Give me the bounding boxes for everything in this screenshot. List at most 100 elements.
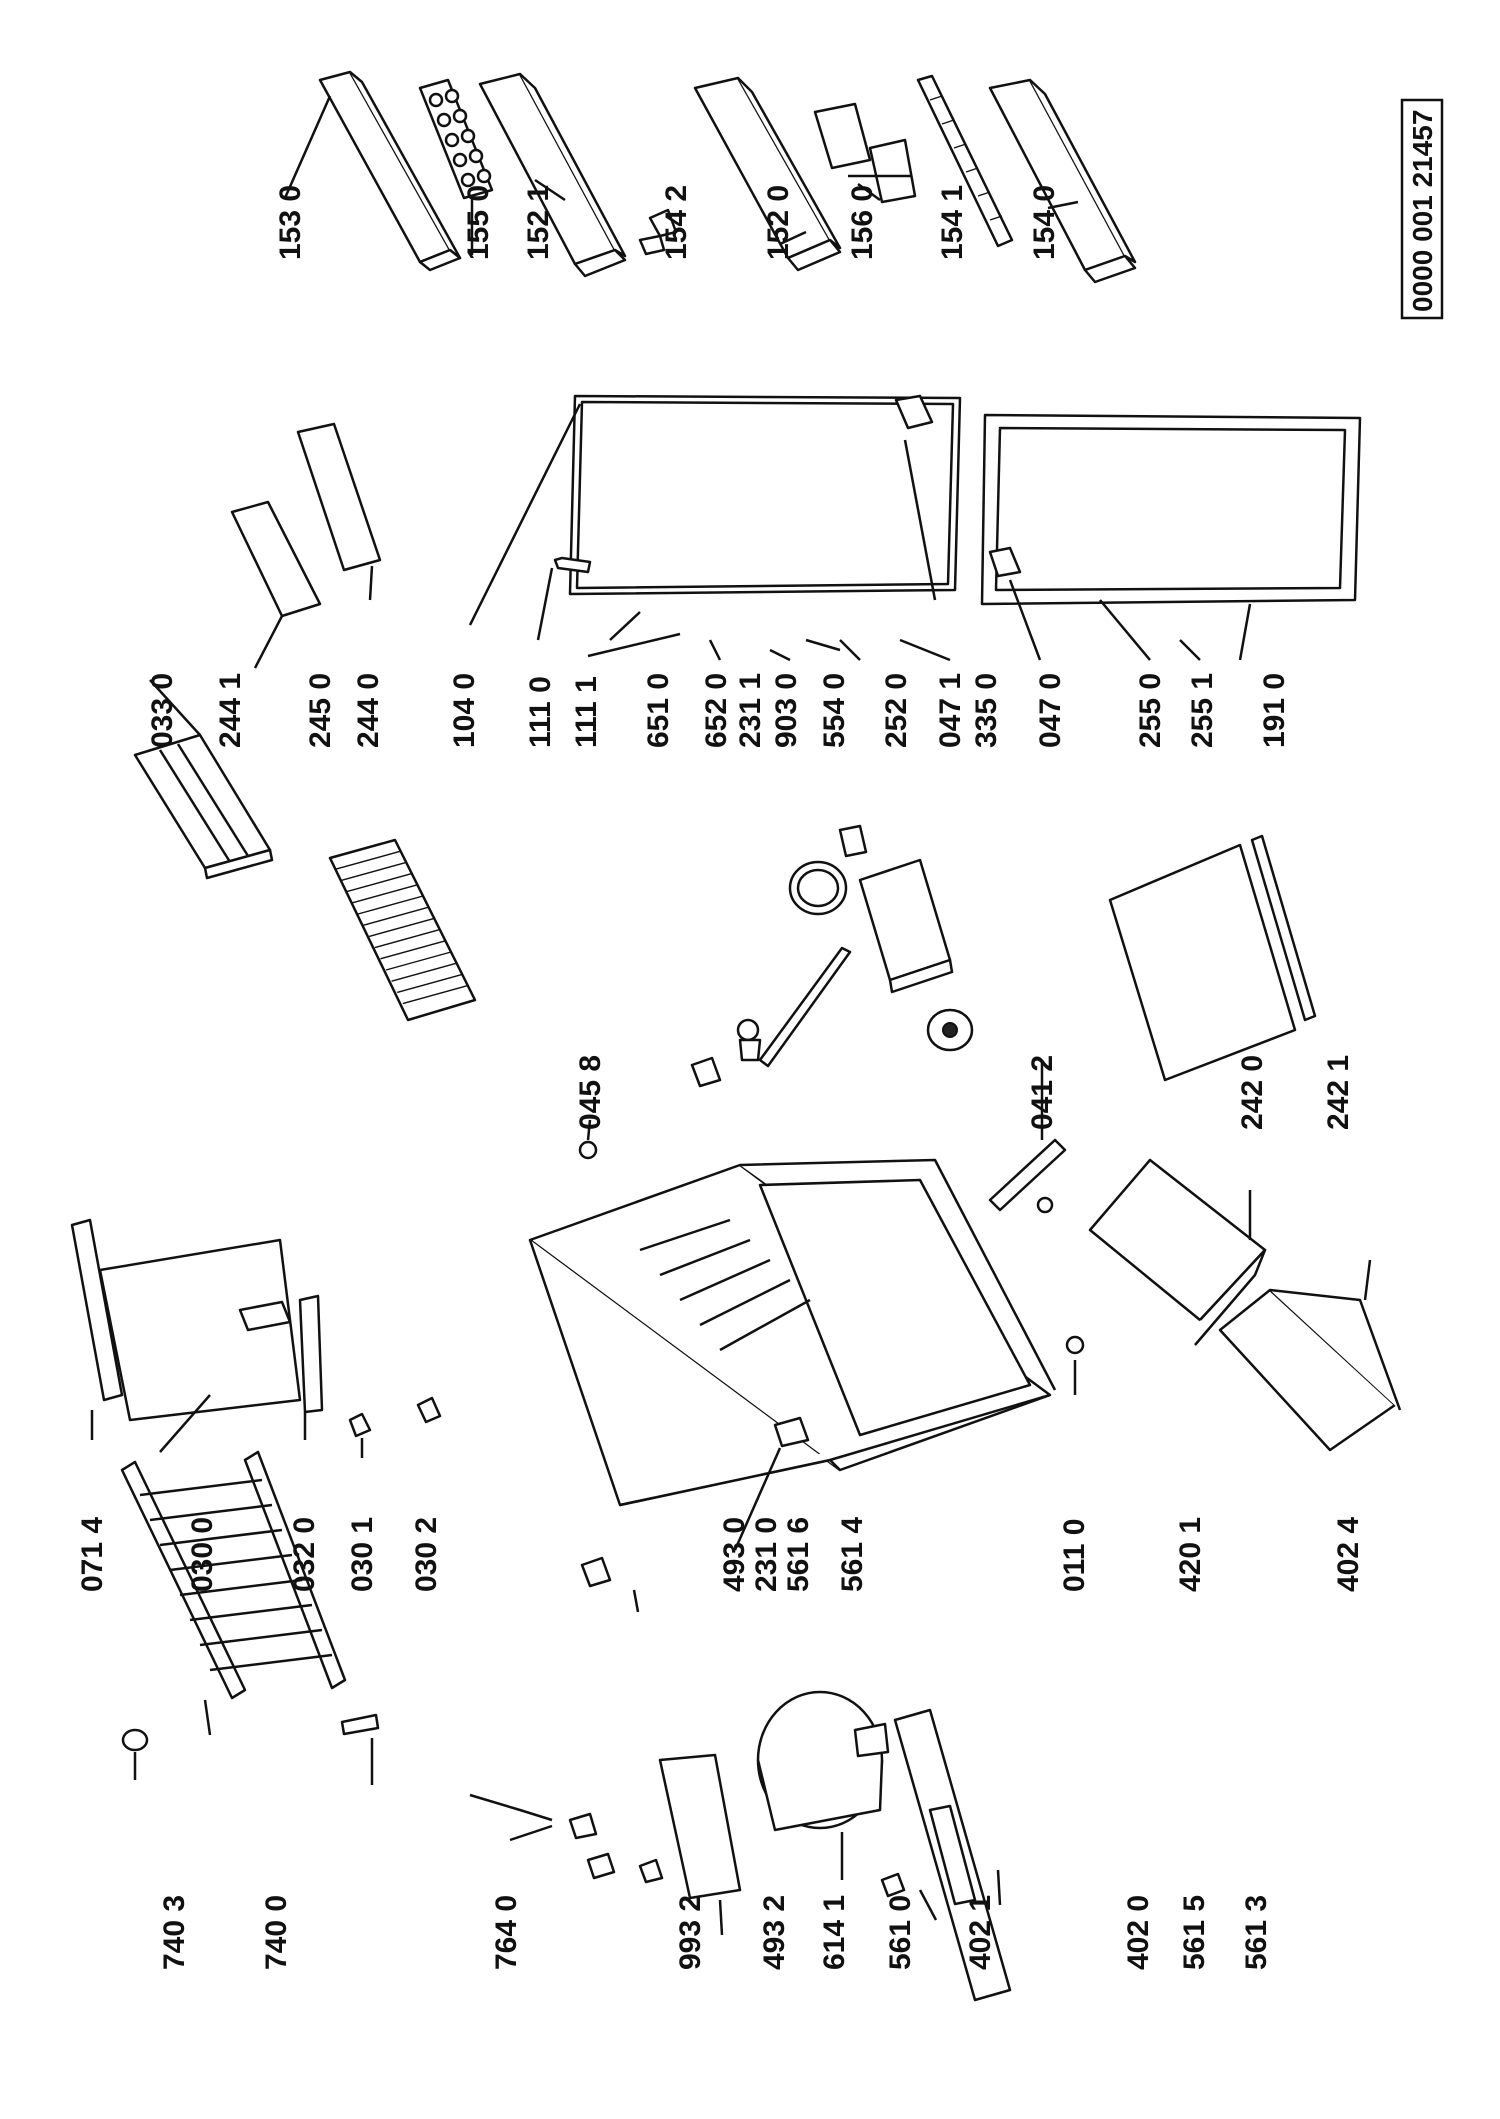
label-154-0: 154 0 bbox=[1028, 185, 1061, 260]
part-0412-hinge bbox=[988, 1060, 1067, 1214]
label-152-1: 152 1 bbox=[522, 185, 555, 260]
label-030-2: 030 2 bbox=[410, 1517, 443, 1592]
label-047-1: 047 1 bbox=[934, 673, 967, 748]
part-labels: 153 0 155 0 152 1 154 2 152 0 156 0 154 … bbox=[76, 185, 1365, 1970]
label-993-2: 993 2 bbox=[674, 1895, 707, 1970]
part-2440-grid-shelf bbox=[296, 422, 382, 601]
part-3350-knob bbox=[926, 1008, 974, 1052]
label-420-1: 420 1 bbox=[1174, 1517, 1207, 1592]
label-032-0: 032 0 bbox=[288, 1517, 321, 1592]
part-1521-door-bin bbox=[478, 72, 627, 278]
part-6510-lamp-holder bbox=[690, 1056, 722, 1088]
shelf-wire bbox=[352, 884, 418, 904]
part-4021-relay-box bbox=[658, 1753, 742, 1936]
label-155-0: 155 0 bbox=[462, 185, 495, 260]
label-152-0: 152 0 bbox=[762, 185, 795, 260]
part-5615-clip bbox=[880, 1872, 906, 1898]
part-0458-screw bbox=[578, 1119, 598, 1160]
part-6520-lamp bbox=[736, 1018, 762, 1062]
label-041-2: 041 2 bbox=[1026, 1055, 1059, 1130]
part-4932-relay-cover bbox=[568, 1812, 598, 1840]
part-0714-vent-grille bbox=[70, 1218, 124, 1440]
part-cabinet bbox=[528, 1158, 1057, 1507]
label-030-0: 030 0 bbox=[186, 1517, 219, 1592]
part-1541-rail bbox=[916, 74, 1014, 248]
label-153-0: 153 0 bbox=[274, 185, 307, 260]
label-561-6: 561 6 bbox=[782, 1517, 815, 1592]
part-1530-door-shelf bbox=[283, 70, 462, 272]
part-1540-door-bin bbox=[988, 78, 1137, 284]
shelf-wire bbox=[380, 940, 446, 960]
part-1040-door bbox=[468, 394, 962, 626]
label-111-1: 111 1 bbox=[570, 676, 603, 748]
label-402-1: 402 1 bbox=[964, 1895, 997, 1970]
label-554-0: 554 0 bbox=[818, 673, 851, 748]
label-244-0: 244 0 bbox=[352, 673, 385, 748]
part-2520-thermostat-housing bbox=[858, 858, 954, 994]
label-242-0: 242 0 bbox=[1236, 1055, 1269, 1130]
part-5540-ring bbox=[788, 824, 868, 916]
label-030-1: 030 1 bbox=[346, 1517, 379, 1592]
label-561-0: 561 0 bbox=[884, 1895, 917, 1970]
part-2311-tube bbox=[758, 946, 852, 1068]
part-5616-bracket bbox=[580, 1556, 612, 1588]
shelf-wire bbox=[363, 906, 429, 926]
shelf-wire bbox=[341, 861, 407, 882]
label-111-0: 111 0 bbox=[524, 676, 557, 748]
shelf-wire bbox=[402, 984, 468, 1005]
part-5614-screw bbox=[632, 1589, 640, 1613]
label-561-5: 561 5 bbox=[1178, 1895, 1211, 1970]
label-045-8: 045 8 bbox=[574, 1055, 607, 1130]
part-4201-starter bbox=[853, 1722, 890, 1758]
label-614-1: 614 1 bbox=[818, 1895, 851, 1970]
part-2441-grid-shelf bbox=[230, 500, 322, 669]
part-7400-condenser bbox=[120, 1450, 347, 1736]
part-0330-crisper-cover bbox=[133, 679, 274, 880]
part-1110-bracket bbox=[536, 556, 592, 641]
part-0300-top-panel bbox=[98, 1238, 302, 1453]
part-7640-dryer bbox=[340, 1713, 380, 1785]
part-0470-hinge-cap bbox=[988, 546, 1042, 661]
part-9932-capillary bbox=[469, 1793, 553, 1842]
label-011-0: 011 0 bbox=[1058, 1519, 1091, 1592]
label-033-0: 033 0 bbox=[146, 673, 179, 748]
label-252-0: 252 0 bbox=[880, 673, 913, 748]
part-2421-drawer bbox=[1218, 1259, 1402, 1452]
label-402-0: 402 0 bbox=[1122, 1895, 1155, 1970]
label-244-1: 244 1 bbox=[214, 673, 247, 748]
label-242-1: 242 1 bbox=[1322, 1055, 1355, 1130]
part-1111-screw bbox=[587, 632, 681, 658]
label-156-0: 156 0 bbox=[846, 185, 879, 260]
part-1542-clip bbox=[638, 208, 678, 256]
part-1560-cover bbox=[813, 102, 917, 204]
label-764-0: 764 0 bbox=[490, 1895, 523, 1970]
label-154-1: 154 1 bbox=[936, 185, 969, 260]
label-231-1: 231 1 bbox=[734, 673, 767, 748]
part-1910-gasket bbox=[980, 413, 1362, 661]
part-0471-hinge-cap bbox=[894, 394, 937, 601]
label-740-3: 740 3 bbox=[158, 1895, 191, 1970]
label-561-3: 561 3 bbox=[1240, 1895, 1273, 1970]
part-1520-door-bin bbox=[693, 76, 842, 272]
label-493-2: 493 2 bbox=[758, 1895, 791, 1970]
shelf-wire bbox=[374, 928, 440, 949]
label-255-0: 255 0 bbox=[1134, 673, 1167, 748]
document-number-box: 0000 001 21457 bbox=[1400, 98, 1444, 320]
label-561-4: 561 4 bbox=[836, 1517, 869, 1592]
label-493-0: 493 0 bbox=[718, 1517, 751, 1592]
label-402-4: 402 4 bbox=[1332, 1517, 1365, 1592]
part-2420-drawer bbox=[1088, 1158, 1267, 1346]
part-5610-clip bbox=[638, 1858, 664, 1884]
label-652-0: 652 0 bbox=[700, 673, 733, 748]
label-335-0: 335 0 bbox=[970, 673, 1003, 748]
shelf-wire bbox=[385, 951, 452, 971]
document-number: 0000 001 21457 bbox=[1407, 110, 1438, 312]
label-231-0: 231 0 bbox=[750, 1517, 783, 1592]
part-2551-trim bbox=[1250, 834, 1317, 1022]
part-7403-grommet bbox=[121, 1728, 149, 1780]
part-1550-egg-tray bbox=[418, 78, 494, 255]
label-071-4: 071 4 bbox=[76, 1517, 109, 1592]
part-4020-compressor bbox=[756, 1690, 884, 1880]
label-104-0: 104 0 bbox=[448, 673, 481, 748]
